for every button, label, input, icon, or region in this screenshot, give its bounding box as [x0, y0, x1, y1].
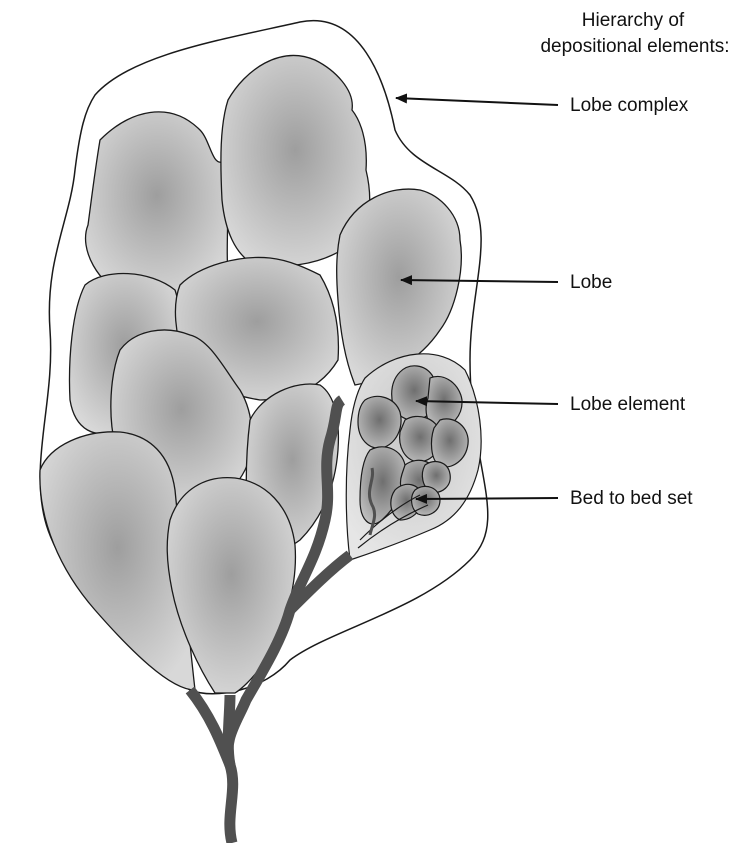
center-channel — [228, 695, 230, 765]
title-line-2: depositional elements: — [540, 36, 729, 57]
bed-to-bed-set-label: Bed to bed set — [570, 488, 693, 509]
lobe-complex-label: Lobe complex — [570, 95, 689, 116]
bed-to-bed-set-arrow — [416, 498, 558, 499]
lobe-element-cluster — [346, 354, 481, 560]
lobe-element — [358, 396, 401, 448]
lobe-element-label: Lobe element — [570, 394, 686, 415]
lobe — [337, 189, 462, 385]
title-line-1: Hierarchy of — [582, 10, 685, 31]
lobe-label: Lobe — [570, 272, 612, 293]
lobe-complex-arrow — [396, 98, 558, 105]
